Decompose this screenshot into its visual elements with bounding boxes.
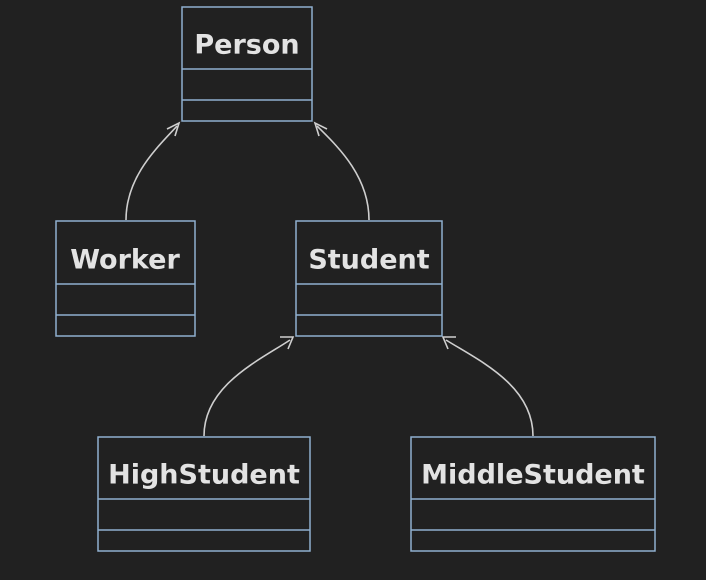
class-name: Person (194, 30, 299, 61)
class-name: Worker (70, 245, 180, 276)
edge-line (203, 339, 291, 437)
edge-middlestudent-to-student (441, 336, 534, 437)
class-person[interactable]: Person (181, 6, 313, 122)
inheritance-arrow-icon (313, 121, 328, 137)
edge-line (125, 125, 178, 221)
inheritance-arrow-icon (280, 336, 295, 350)
class-worker[interactable]: Worker (55, 220, 196, 337)
inheritance-arrow-icon (166, 121, 181, 137)
class-box (55, 220, 196, 337)
class-box (181, 6, 313, 122)
class-box (410, 436, 656, 552)
class-box (97, 436, 311, 552)
class-name: MiddleStudent (421, 460, 645, 491)
class-box (295, 220, 443, 337)
edge-line (316, 125, 370, 221)
edge-worker-to-person (125, 121, 181, 221)
class-middlestudent[interactable]: MiddleStudent (410, 436, 656, 552)
class-name: HighStudent (108, 460, 300, 491)
class-name: Student (308, 245, 429, 276)
edge-highstudent-to-student (203, 336, 295, 437)
class-highstudent[interactable]: HighStudent (97, 436, 311, 552)
class-student[interactable]: Student (295, 220, 443, 337)
edge-line (445, 339, 534, 437)
inheritance-arrow-icon (441, 336, 456, 350)
edge-student-to-person (313, 121, 370, 221)
